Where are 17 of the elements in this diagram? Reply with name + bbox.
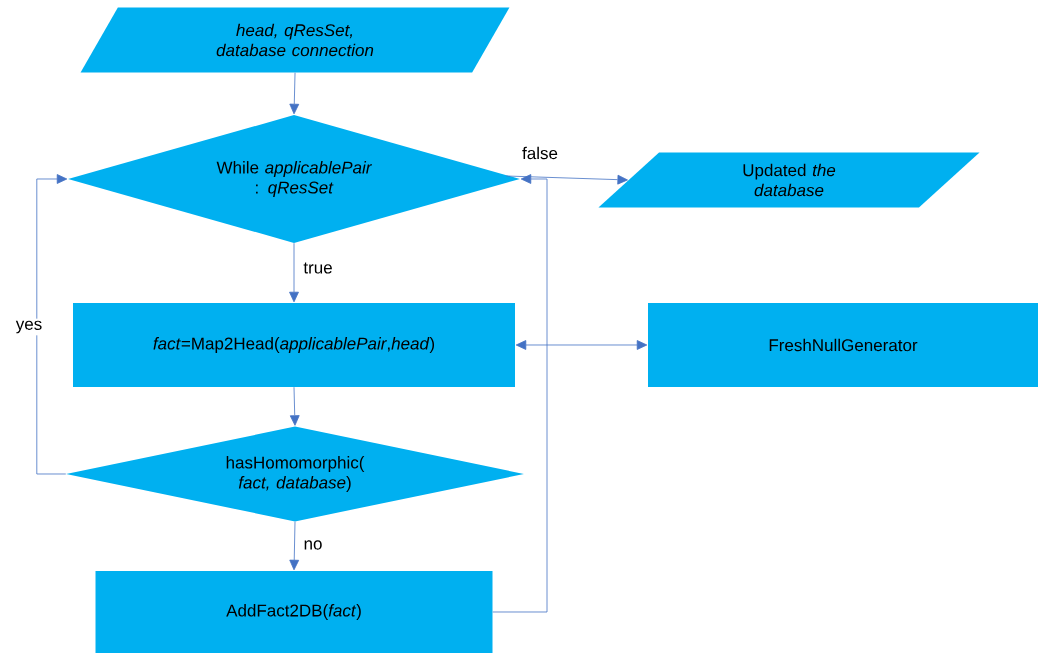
- arrow: [515, 340, 648, 350]
- data-parallelogram: head, qResSet, database connection: [80, 7, 510, 73]
- data-parallelogram: Updated the database: [598, 152, 980, 208]
- arrow: [289, 521, 300, 571]
- arrow: [289, 72, 300, 115]
- arrow: [36, 174, 68, 475]
- arrow: [505, 174, 628, 185]
- process-box: FreshNullGenerator: [648, 303, 1038, 387]
- edge-label: false: [520, 144, 560, 162]
- arrow: [492, 174, 548, 613]
- edge-label: true: [301, 260, 335, 276]
- process-box: fact=Map2Head(applicablePair,head): [73, 303, 515, 387]
- arrow: [289, 242, 299, 303]
- arrow: [289, 386, 300, 426]
- edge-label: no: [301, 538, 325, 552]
- edge-label: yes: [13, 318, 45, 336]
- process-box: AddFact2DB(fact): [95, 571, 493, 653]
